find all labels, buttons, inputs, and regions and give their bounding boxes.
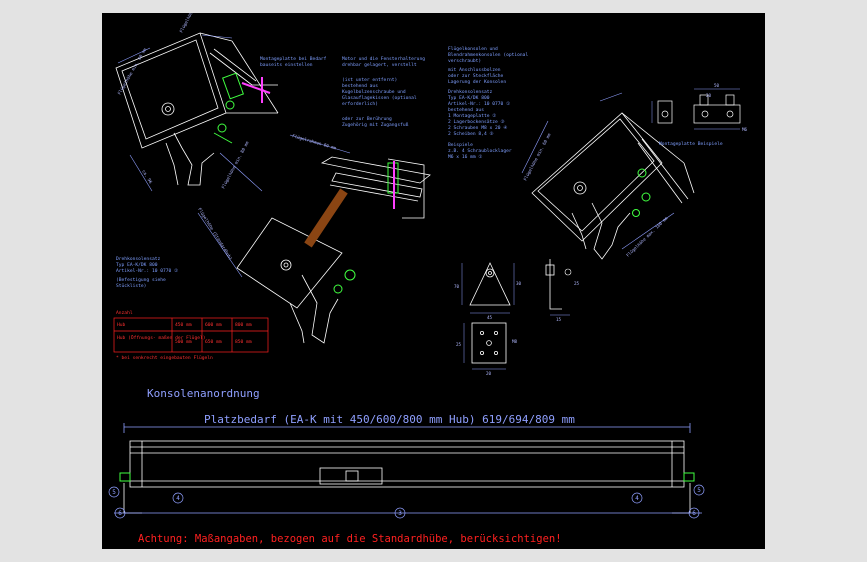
note-rt-2: Blendrahmenkonsolen (optional <box>448 52 528 58</box>
bubble-4-left: 4 <box>176 495 180 502</box>
note-rm2-1: Beispiele <box>448 142 473 148</box>
dims-top-left <box>117 34 263 192</box>
quantity-table: Anzahl Hub 450 mm 600 mm 800 mm Hub (Öff… <box>113 310 269 361</box>
note-rm-5: 1 Montageplatte ② <box>448 113 497 119</box>
dims-right <box>521 92 675 250</box>
note-center-9: erforderlich) <box>342 101 378 107</box>
note-rt-1: Flügelkonsolen und <box>448 46 498 52</box>
dims-detail <box>651 88 740 130</box>
dim-label-p: 45 <box>487 315 493 320</box>
dim-label-c: Flügelrahmen 60 mm <box>292 133 337 150</box>
part-bubbles <box>108 484 705 519</box>
nut-icon <box>564 268 572 276</box>
note-rt-7: Lagerung der Konsolen <box>448 79 506 85</box>
dims-bracket <box>461 263 570 316</box>
note-center-8: Glasauflagekissen (optional <box>342 95 417 101</box>
view-right <box>531 112 695 260</box>
note-center-12: oder zur Berührung <box>342 116 392 122</box>
note-rt-6: oder zur Steckfläche <box>448 73 504 79</box>
actuator-rod <box>304 188 348 248</box>
note-lm-2: Typ EA-K/DK 800 <box>116 262 158 268</box>
notes-right: Flügelkonsolen und Blendrahmenkonsolen (… <box>448 46 528 160</box>
cad-drawing: Flügelhöhe min. 60 mm ca. 96 Flügelhöhe … <box>108 0 748 545</box>
dim-label-e: Flügelhöhe min. 80 mm <box>220 140 249 190</box>
dim-label-i: 20 <box>706 93 712 98</box>
dims-center <box>197 134 351 278</box>
note-center-7: Kugelbolzenschraube und <box>342 89 406 95</box>
table-cell-650: 650 mm <box>205 339 222 345</box>
highlight-top-left <box>241 77 271 103</box>
notes-left-mid: Drehkonsolensatz Typ EA-K/DK 800 Artikel… <box>116 256 179 289</box>
note-rm-7: 2 Schrauben M8 x 20 ④ <box>448 125 508 131</box>
note-right-label: Montageplatte Beispiele <box>659 141 723 147</box>
table-footnote: * bei senkrecht eingebauten Flügeln <box>116 355 213 361</box>
dims-plate <box>463 323 506 370</box>
note-rm-4: bestehend aus <box>448 107 484 113</box>
bubble-6-left: 6 <box>118 510 122 517</box>
dim-label-o: 15 <box>556 317 562 322</box>
table-cell-500: 500 mm <box>175 339 192 345</box>
note-rm-1: Drehkonsolensatz <box>448 89 492 95</box>
detail-plate <box>471 322 507 364</box>
warning-text: Achtung: Maßangaben, bezogen auf die Sta… <box>138 533 562 545</box>
bubble-5-left: 5 <box>112 489 116 496</box>
dim-label-m: 70 <box>454 284 460 289</box>
dim-label-g: Flügelhöhe max. 160 mm <box>625 215 669 257</box>
note-center-6: bestehend aus <box>342 83 378 89</box>
dim-label-n: 30 <box>516 281 522 286</box>
note-lm-6: Stückliste) <box>116 283 146 289</box>
note-rm-2: Typ EA-K/DK 800 <box>448 95 490 101</box>
dim-label-q: 20 <box>486 371 492 376</box>
note-lm-1: Drehkonsolensatz <box>116 256 160 262</box>
note-left-top-2: bauseits einstellen <box>260 62 313 68</box>
drawing-sheet: Flügelhöhe min. 60 mm ca. 96 Flügelhöhe … <box>102 0 765 549</box>
table-cell-450: 450 mm <box>175 322 192 328</box>
note-center-1: Motor und die Fensterhalterung <box>342 56 425 62</box>
table-cell-hub: Hub <box>117 322 126 328</box>
view-top-left <box>115 32 279 186</box>
section-title: Konsolenanordnung <box>147 387 260 400</box>
bubble-6-right: 6 <box>692 510 696 517</box>
dim-label-f: Flügelhöhe min. 80 mm <box>178 13 207 33</box>
console-hardware <box>119 472 695 482</box>
table-cell-hub2: Hub (Öffnungs- maßen der Flügel) <box>117 334 206 341</box>
table-title: Anzahl <box>116 310 133 316</box>
bubble-3-center: 3 <box>398 510 402 517</box>
dim-label-l: 25 <box>456 342 462 347</box>
view-center <box>236 156 431 344</box>
note-rt-5: mit Anschlussbolzen <box>448 67 501 73</box>
bubble-5-right: 5 <box>697 487 701 494</box>
dim-label-b: Flügelhöhe min. 60 mm <box>522 132 551 182</box>
hardware-top-left <box>213 72 244 144</box>
dim-label-d: Flügelhöhe (Standardhub) <box>197 207 233 261</box>
table-cell-800: 800 mm <box>235 322 252 328</box>
note-rm-3: Artikel-Nr.: 10 0770 ① <box>448 101 511 107</box>
dim-label-r: M8 <box>512 339 518 344</box>
dim-label-j: 50 <box>714 83 720 88</box>
note-lm-5: (Befestigung siehe <box>116 277 166 283</box>
console-assembly <box>114 423 702 514</box>
dim-label-t: 25 <box>574 281 580 286</box>
hardware-center <box>333 162 399 294</box>
note-rm-6: 2 Lagerbockensätze ③ <box>448 119 506 125</box>
table-cell-600: 600 mm <box>205 322 222 328</box>
bubble-4-right: 4 <box>635 495 639 502</box>
note-center-5: (ist unter entfernt) <box>342 77 397 83</box>
detail-mounting-plate <box>657 94 741 124</box>
dim-label-a: Flügelhöhe min. 60 mm <box>117 47 148 96</box>
note-center-2: drehbar gelagert, verstellt <box>342 62 417 68</box>
space-requirement: Platzbedarf (EA-K mit 450/600/800 mm Hub… <box>204 413 575 426</box>
dim-label-k: M6 <box>742 127 748 132</box>
note-lm-3: Artikel-Nr.: 10 0770 ② <box>116 268 179 274</box>
note-rm-8: 2 Scheiben 8,4 ⑤ <box>448 131 494 137</box>
notes-center: Motor und die Fensterhalterung drehbar g… <box>342 56 425 128</box>
note-left-top-1: Montageplatte bei Bedarf <box>260 56 327 62</box>
detail-bracket <box>469 259 562 310</box>
note-rt-3: verschraubt) <box>448 58 481 64</box>
note-rm2-3: M6 x 16 mm ① <box>448 154 483 160</box>
note-center-13: Zugehörig mit Zugangsfuß <box>342 122 409 128</box>
table-cell-850: 850 mm <box>235 339 252 345</box>
hardware-right <box>632 168 651 217</box>
note-rm2-2: z.B. 4 Schraublocklager <box>448 148 512 154</box>
